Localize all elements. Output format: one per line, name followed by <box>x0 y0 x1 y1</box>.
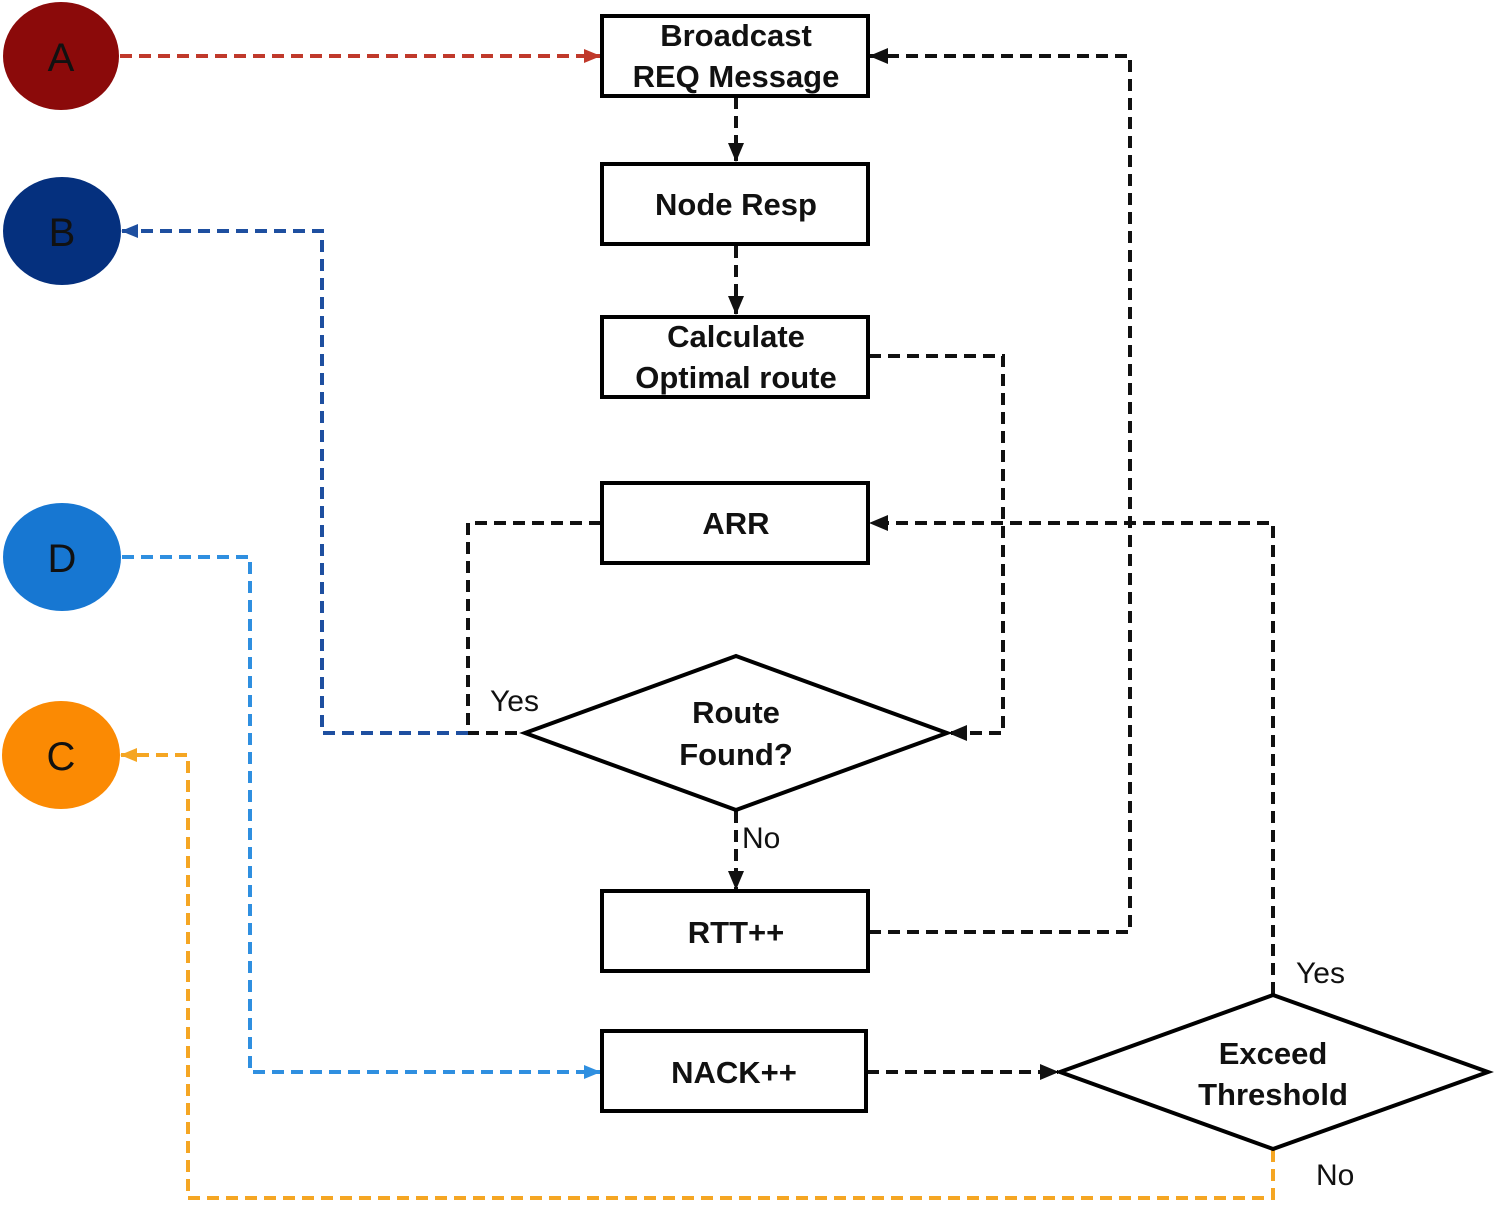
connector-a-label: A <box>48 36 75 80</box>
edge-exceed-yes-to-arr <box>869 515 1275 994</box>
decision-exceed-line2: Threshold <box>1198 1077 1348 1112</box>
node-broadcast-line1: Broadcast <box>660 18 812 53</box>
decision-route-found: Route Found? <box>519 653 953 813</box>
node-calculate-route: Calculate Optimal route <box>600 315 870 399</box>
node-arr-label: ARR <box>702 506 769 541</box>
label-exceed-yes: Yes <box>1296 957 1345 990</box>
edge-arr-to-yes <box>466 521 601 735</box>
connector-d: D <box>3 503 121 611</box>
label-route-no: No <box>742 822 780 855</box>
edge-d-to-nack <box>122 555 601 1079</box>
connector-c: C <box>2 701 120 809</box>
edge-exceed-no-to-c <box>120 748 1275 1200</box>
node-calculate-line2: Optimal route <box>635 360 837 395</box>
node-rtt: RTT++ <box>600 889 870 973</box>
label-exceed-no: No <box>1316 1159 1354 1192</box>
node-broadcast-req: Broadcast REQ Message <box>600 14 870 98</box>
edge-rtt-to-broadcast <box>869 48 1132 934</box>
edge-calculate-to-routefound <box>869 354 1005 741</box>
decision-exceed-line1: Exceed <box>1219 1036 1328 1071</box>
decision-exceed-threshold: Exceed Threshold <box>1054 992 1494 1152</box>
connector-d-label: D <box>48 537 77 581</box>
connector-b: B <box>3 177 121 285</box>
node-broadcast-line2: REQ Message <box>633 59 840 94</box>
label-route-yes: Yes <box>490 685 539 718</box>
connector-c-label: C <box>47 735 76 779</box>
edge-yes-to-b <box>121 224 468 735</box>
connector-a: A <box>3 2 119 110</box>
connector-b-label: B <box>49 211 76 255</box>
node-rtt-label: RTT++ <box>688 915 784 950</box>
node-node-resp: Node Resp <box>600 162 870 246</box>
node-nack-label: NACK++ <box>671 1055 797 1090</box>
node-nack: NACK++ <box>600 1029 868 1113</box>
decision-route-line1: Route <box>692 695 780 730</box>
decision-route-line2: Found? <box>679 737 793 772</box>
node-node-resp-label: Node Resp <box>655 187 817 222</box>
node-calculate-line1: Calculate <box>667 319 805 354</box>
node-arr: ARR <box>600 481 870 565</box>
